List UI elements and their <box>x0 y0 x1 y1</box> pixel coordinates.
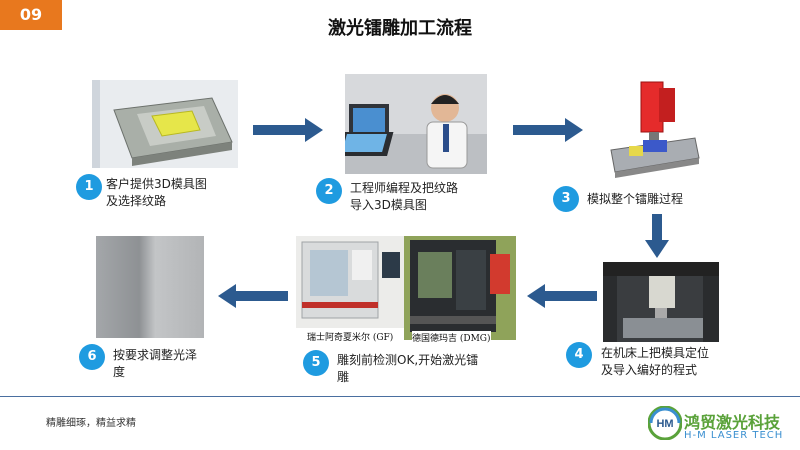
step-1-number: 1 <box>76 174 102 200</box>
arrow-1-to-2-icon <box>253 118 323 142</box>
footer-divider <box>0 396 800 397</box>
step-4-line2: 及导入编好的程式 <box>601 363 698 377</box>
gf-caption: 瑞士阿奇夏米尔 (GF) <box>307 330 394 343</box>
company-name-cn: 鸿贸激光科技 <box>684 413 781 432</box>
step4-machine-photo <box>603 262 719 342</box>
step-2-text: 工程师编程及把纹路 导入3D模具图 <box>350 180 458 214</box>
gf-machine-illustration <box>296 236 406 328</box>
logo-mark-text: HM <box>656 418 673 430</box>
step-1-line2: 及选择纹路 <box>106 194 167 208</box>
step-4-number: 4 <box>566 342 592 368</box>
step-3-line1: 模拟整个镭雕过程 <box>587 192 684 206</box>
step-1-line1: 客户提供3D模具图 <box>106 177 207 191</box>
arrow-2-to-3-icon <box>513 118 583 142</box>
step-6-line1: 按要求调整光泽 <box>113 348 198 362</box>
arrow-5-to-6-icon <box>218 284 288 308</box>
company-name-en: H-M LASER TECH <box>684 430 784 441</box>
slide-number-badge: 09 <box>0 0 62 30</box>
step6-texture-photo <box>96 236 204 338</box>
step5-dmg-machine-photo <box>404 236 516 340</box>
step-4-text: 在机床上把模具定位 及导入编好的程式 <box>601 345 709 379</box>
arrow-3-to-4-icon <box>645 214 669 258</box>
step-2-line1: 工程师编程及把纹路 <box>350 181 459 195</box>
step-6-line2: 度 <box>113 365 126 379</box>
step-2-line2: 导入3D模具图 <box>350 198 427 212</box>
machine-interior-illustration <box>603 262 719 342</box>
company-logo-icon: HM <box>648 406 682 440</box>
step-3-text: 模拟整个镭雕过程 <box>587 191 683 208</box>
step1-cad-image <box>92 80 238 168</box>
step3-simulation-image <box>603 80 703 188</box>
step-6-text: 按要求调整光泽 度 <box>113 347 197 381</box>
step-5-text: 雕刻前检测OK,开始激光镭 雕 <box>337 352 478 386</box>
step-5-number: 5 <box>303 350 329 376</box>
step-5-line1: 雕刻前检测OK,开始激光镭 <box>337 353 479 367</box>
engineer-illustration <box>345 74 487 174</box>
step-2-number: 2 <box>316 178 342 204</box>
step-4-line1: 在机床上把模具定位 <box>601 346 710 360</box>
cad-mold-illustration <box>92 80 238 168</box>
step5-gf-machine-photo <box>296 236 406 328</box>
step2-engineer-photo <box>345 74 487 174</box>
arrow-4-to-5-icon <box>527 284 597 308</box>
step-5-line2: 雕 <box>337 370 350 384</box>
machine-simulation-illustration <box>610 81 700 178</box>
step-3-number: 3 <box>553 186 579 212</box>
footer-slogan: 精雕细琢，精益求精 <box>46 418 136 429</box>
step-1-text: 客户提供3D模具图 及选择纹路 <box>106 176 207 210</box>
page-title: 激光镭雕加工流程 <box>328 18 472 39</box>
step-6-number: 6 <box>79 344 105 370</box>
dmg-machine-illustration <box>404 236 516 340</box>
dmg-caption: 德国德玛吉 (DMG) <box>412 331 491 344</box>
